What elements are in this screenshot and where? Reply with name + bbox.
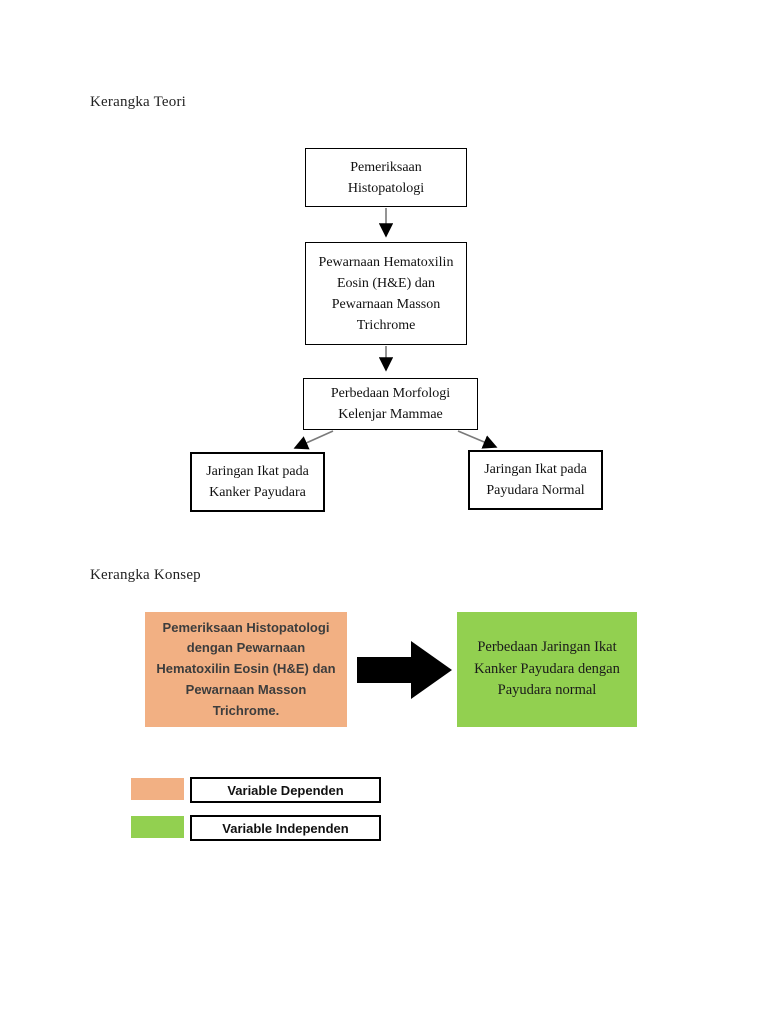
flow-box-pewarnaan: Pewarnaan Hematoxilin Eosin (H&E) dan Pe… [305,242,467,345]
right-block-arrow-icon [357,641,452,699]
legend-label-dependen: Variable Dependen [190,777,381,803]
legend-label-independen: Variable Independen [190,815,381,841]
flow-box-jaringan-normal: Jaringan Ikat pada Payudara Normal [468,450,603,510]
section-heading-konsep: Kerangka Konsep [90,567,201,583]
legend-swatch-independen [131,816,184,838]
flow-box-pemeriksaan-histopatologi: Pemeriksaan Histopatologi [305,148,467,207]
section-heading-teori: Kerangka Teori [90,94,187,110]
diagonal-arrow-icon [293,430,334,450]
diagonal-arrow-icon [457,430,498,449]
flow-box-perbedaan-morfologi: Perbedaan Morfologi Kelenjar Mammae [303,378,478,430]
independen-variable-box: Perbedaan Jaringan Ikat Kanker Payudara … [457,612,637,727]
dependen-variable-box: Pemeriksaan Histopatologi dengan Pewarna… [145,612,347,727]
flow-box-jaringan-kanker: Jaringan Ikat pada Kanker Payudara [190,452,325,512]
legend-swatch-dependen [131,778,184,800]
